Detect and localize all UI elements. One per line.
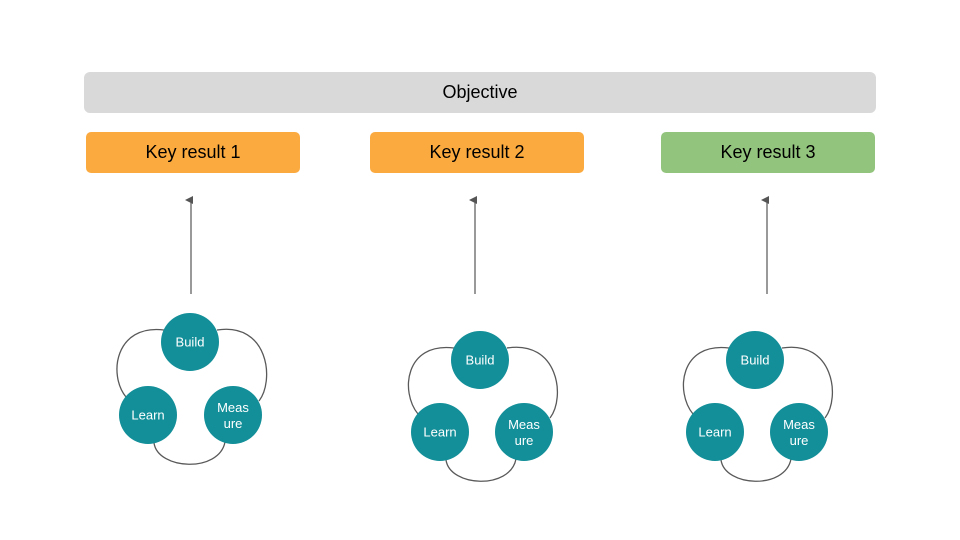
loop-arc-right	[216, 328, 268, 402]
learn-node	[686, 403, 744, 461]
loop-arc-right	[506, 346, 558, 419]
measure-node	[204, 386, 262, 444]
key-result-1-box: Key result 1	[86, 132, 300, 173]
key-result-3-box: Key result 3	[661, 132, 875, 173]
measure-node	[770, 403, 828, 461]
learn-node-label: Learn	[698, 425, 731, 440]
loop-arc-bottom	[445, 458, 517, 482]
measure-node-label-line: ure	[790, 433, 809, 448]
build-node	[161, 313, 219, 371]
objective-box: Objective	[84, 72, 876, 113]
measure-node-label-line: Meas	[217, 400, 249, 415]
measure-node-label-line: ure	[224, 416, 243, 431]
learn-node-label: Learn	[423, 425, 456, 440]
learn-node	[119, 386, 177, 444]
loop-arc-left	[407, 346, 455, 415]
key-result-2-box: Key result 2	[370, 132, 584, 173]
measure-node	[495, 403, 553, 461]
learn-node	[411, 403, 469, 461]
loop-arc-bottom	[720, 458, 792, 482]
loop-arc-bottom	[153, 441, 226, 465]
measure-node-label-line: Meas	[508, 417, 540, 432]
key-result-3-label: Key result 3	[720, 142, 816, 162]
loop-arc-left	[682, 346, 730, 415]
learn-node-label: Learn	[131, 408, 164, 423]
measure-node-label-line: ure	[515, 433, 534, 448]
build-node	[451, 331, 509, 389]
loop-arc-left	[116, 328, 165, 398]
build-node-label: Build	[176, 335, 205, 350]
loop-arc-right	[781, 346, 833, 419]
key-result-2-label: Key result 2	[429, 142, 525, 162]
objective-label: Objective	[442, 82, 518, 102]
build-node-label: Build	[741, 353, 770, 368]
build-node-label: Build	[466, 353, 495, 368]
build-node	[726, 331, 784, 389]
measure-node-label-line: Meas	[783, 417, 815, 432]
key-result-1-label: Key result 1	[145, 142, 241, 162]
